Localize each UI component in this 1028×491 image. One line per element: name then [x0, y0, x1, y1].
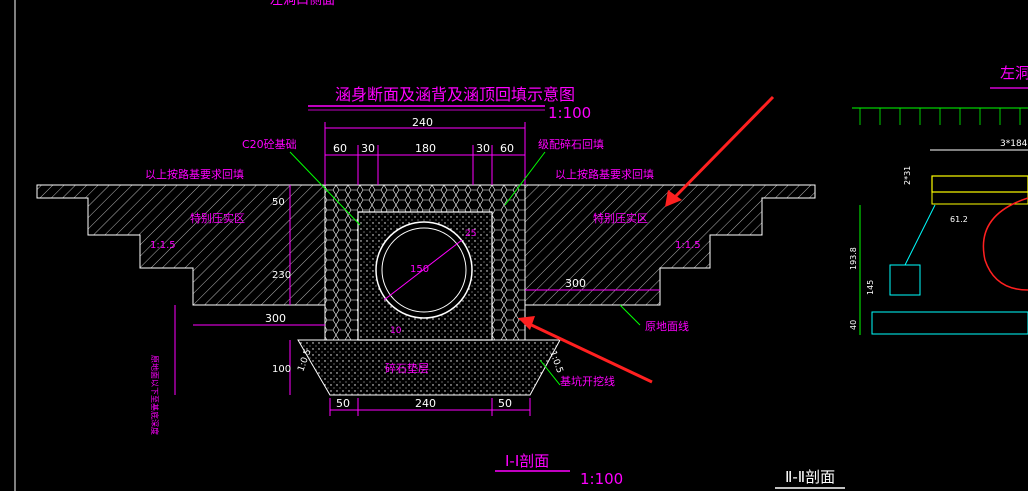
c20-leader: [289, 151, 361, 226]
side-dim-d: 40: [849, 320, 858, 330]
base-height: 100: [272, 364, 291, 375]
annotation-arrowhead-1: [665, 190, 682, 207]
side-ground-ticks: [859, 108, 1021, 125]
slope-small-right: 1:0.5: [547, 350, 564, 375]
left-mid-height: 230: [272, 270, 291, 281]
culvert-pipe-inner: [381, 227, 467, 313]
top-seg-3: 180: [415, 142, 436, 155]
small-dim2-text: 10: [390, 326, 402, 336]
side-pipe-arc: [982, 197, 1028, 291]
side-dim-a: 2*31: [903, 166, 912, 185]
top-total-dim: 240: [412, 116, 433, 129]
side-footing: [889, 264, 921, 296]
right-fill-zone: [524, 184, 816, 306]
main-scale: 1:100: [548, 104, 591, 122]
vertical-note: 原地面以下至基底深度: [150, 355, 160, 435]
right-base-width: 300: [565, 277, 586, 290]
side-dim-b: 193.8: [849, 247, 858, 270]
top-seg-2: 30: [361, 142, 375, 155]
left-top-height: 50: [272, 197, 285, 208]
left-base-width: 300: [265, 312, 286, 325]
side-wing-wall: [904, 204, 936, 266]
side-cap: [931, 175, 1028, 193]
section-label: Ⅰ-Ⅰ剖面: [505, 452, 549, 470]
right-fill-note: 以上按路基要求回填: [555, 167, 654, 181]
bottom-seg-3: 50: [498, 397, 512, 410]
top-seg-1: 60: [333, 142, 347, 155]
left-fill-note: 以上按路基要求回填: [145, 167, 244, 181]
base-gravel-label: 碎石垫层: [385, 361, 429, 375]
bottom-dim-ticks: [329, 398, 531, 416]
top-seg-5: 60: [500, 142, 514, 155]
bottom-seg-1: 50: [336, 397, 350, 410]
top-dim-ticks: [324, 122, 526, 185]
left-slope-label: 1:1.5: [150, 240, 176, 251]
side-cap-lower: [931, 191, 1028, 205]
side-view-title: 左洞: [1000, 64, 1028, 82]
annotation-arrow-2: [524, 320, 653, 384]
annotation-arrowhead-2: [518, 316, 535, 330]
left-zone-label: 特别压实区: [190, 211, 245, 225]
section2-label: Ⅱ-Ⅱ剖面: [785, 468, 835, 486]
base-gravel-layer: [297, 339, 561, 396]
original-ground-label: 原地面线: [645, 319, 689, 333]
pit-leader: [539, 359, 561, 386]
main-title: 涵身断面及涵背及涵顶回填示意图: [335, 85, 575, 104]
right-slope-label: 1:1.5: [675, 240, 701, 251]
pipe-diameter-line: [383, 239, 463, 301]
side-dim-c: 145: [866, 280, 875, 295]
gravel-leader: [504, 151, 546, 206]
side-base: [871, 311, 1028, 335]
small-dim-text: 25: [465, 229, 476, 239]
pit-line-label: 基坑开挖线: [560, 374, 615, 388]
bottom-seg-2: 240: [415, 397, 436, 410]
pipe-diameter-text: 150: [410, 264, 429, 275]
ground-leader: [619, 304, 641, 326]
annotation-arrow-1: [670, 95, 775, 202]
side-dim-top: 3*184: [1000, 139, 1028, 149]
right-zone-label: 特别压实区: [593, 211, 648, 225]
c20-label: C20砼基础: [242, 138, 297, 151]
side-dim-e: 61.2: [950, 215, 968, 224]
top-seg-4: 30: [476, 142, 490, 155]
section-scale: 1:100: [580, 470, 623, 488]
top-cut-label: 左洞口侧面: [270, 0, 335, 8]
gravel-backfill-label: 级配碎石回填: [538, 137, 604, 151]
